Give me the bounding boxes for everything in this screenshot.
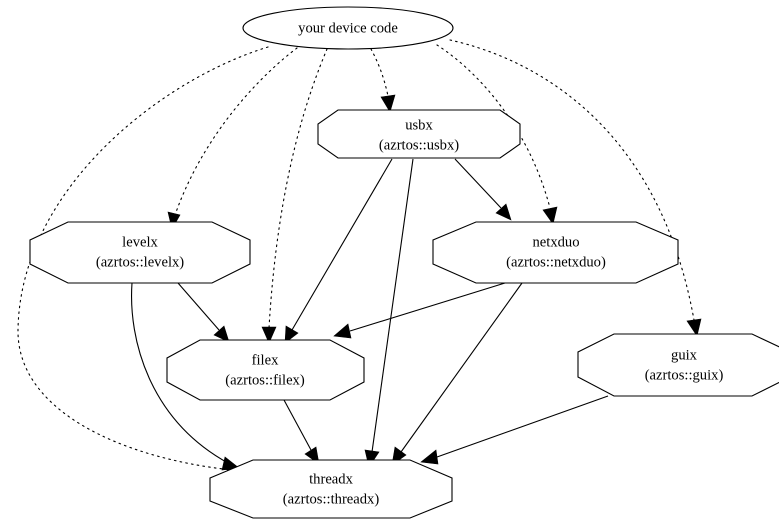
threadx-label-line1: threadx	[309, 471, 353, 487]
edge-device-to-levelx	[167, 47, 298, 230]
filex-octagon[interactable]	[166, 339, 365, 401]
levelx-label-line1: levelx	[122, 234, 158, 250]
edge-device-to-usbx	[370, 48, 396, 113]
netxduo-octagon[interactable]	[432, 221, 679, 284]
node-usbx[interactable]: usbx (azrtos::usbx)	[317, 109, 521, 159]
edge-netxduo-to-threadx	[391, 282, 523, 466]
edge-device-to-filex	[261, 48, 328, 344]
levelx-octagon[interactable]	[29, 221, 251, 284]
guix-label-line2: (azrtos::guix)	[645, 367, 724, 383]
edge-levelx-to-filex	[177, 282, 230, 343]
node-guix[interactable]: guix (azrtos::guix)	[577, 333, 779, 397]
node-levelx[interactable]: levelx (azrtos::levelx)	[29, 221, 251, 284]
edge-device-to-netxduo	[436, 44, 558, 225]
filex-label-line2: (azrtos::filex)	[225, 372, 305, 388]
edge-usbx-to-netxduo	[454, 158, 512, 221]
edge-netxduo-to-filex	[333, 282, 506, 339]
edge-device-to-guix	[449, 39, 702, 337]
node-device[interactable]: your device code	[242, 6, 454, 50]
usbx-octagon[interactable]	[317, 109, 521, 159]
edge-usbx-to-threadx	[364, 158, 414, 468]
usbx-label-line2: (azrtos::usbx)	[379, 137, 459, 153]
netxduo-label-line2: (azrtos::netxduo)	[506, 254, 606, 270]
edge-filex-to-threadx	[283, 399, 320, 465]
filex-label-line1: filex	[252, 352, 279, 368]
edge-guix-to-threadx	[420, 395, 609, 465]
device-label-line1: your device code	[298, 20, 398, 36]
node-threadx[interactable]: threadx (azrtos::threadx)	[209, 459, 453, 519]
guix-octagon[interactable]	[577, 333, 779, 397]
node-filex[interactable]: filex (azrtos::filex)	[166, 339, 365, 401]
usbx-label-line1: usbx	[405, 117, 433, 133]
edge-usbx-to-filex	[284, 158, 393, 344]
netxduo-label-line1: netxduo	[532, 234, 579, 250]
device-ellipse[interactable]	[242, 6, 454, 50]
node-netxduo[interactable]: netxduo (azrtos::netxduo)	[432, 221, 679, 284]
levelx-label-line2: (azrtos::levelx)	[96, 254, 184, 270]
guix-label-line1: guix	[671, 347, 698, 363]
threadx-label-line2: (azrtos::threadx)	[283, 491, 380, 507]
threadx-octagon[interactable]	[209, 459, 453, 519]
